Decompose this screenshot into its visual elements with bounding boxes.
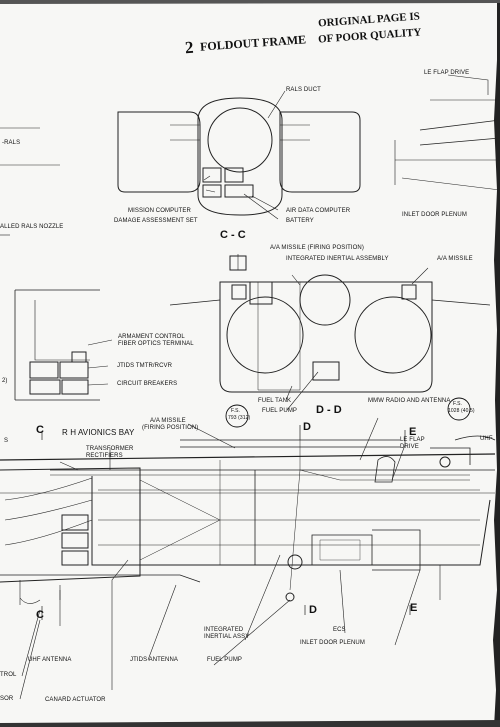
section-marker-c-bottom: C xyxy=(36,609,44,621)
label-rectifiers: RECTIFIERS xyxy=(86,453,123,459)
side-profile-view xyxy=(0,417,496,700)
scan-right-edge xyxy=(493,0,500,727)
label-fiber-optics: FIBER OPTICS TERMINAL xyxy=(118,341,194,347)
fs-right-circle xyxy=(447,397,471,421)
label-rals-nozzle: ALLED RALS NOZZLE xyxy=(0,224,64,230)
label-rals-duct: RALS DUCT xyxy=(286,87,321,93)
label-fs-left: F.S. xyxy=(231,408,241,414)
label-fuel-pump-bottom: FUEL PUMP xyxy=(207,657,243,663)
section-marker-e-top: E xyxy=(409,426,417,438)
label-inlet-door-plenum-bottom: INLET DOOR PLENUM xyxy=(300,640,365,646)
scan-top-edge xyxy=(0,0,500,4)
section-title-dd: D - D xyxy=(316,404,342,416)
label-fs-left-value: 793 (312) xyxy=(228,415,251,421)
label-fuel-tank: FUEL TANK xyxy=(258,398,292,404)
label-le-flap-drive-top: LE FLAP DRIVE xyxy=(424,70,470,76)
upper-right-wing-detail xyxy=(394,74,500,191)
label-aa-missile-firing: A/A MISSILE (FIRING POSITION) xyxy=(270,245,364,251)
section-title-cc: C - C xyxy=(220,229,246,241)
label-transformer: TRANSFORMER xyxy=(86,446,134,452)
label-mission-computer: MISSION COMPUTER xyxy=(128,208,191,214)
label-battery: BATTERY xyxy=(286,218,314,224)
label-jtids-tmtr: JTIDS TMTR/RCVR xyxy=(117,363,173,369)
label-rh-avionics-bay: R H AVIONICS BAY xyxy=(62,428,135,437)
upper-left-fragments xyxy=(0,127,60,236)
label-fuel-pump-middle: FUEL PUMP xyxy=(262,408,298,414)
label-ecs: ECS xyxy=(333,627,346,633)
label-aa-missile-right: A/A MISSILE xyxy=(437,256,473,262)
label-uhf-antenna: UHF ANTENNA xyxy=(28,657,72,663)
label-side-aa-missile: A/A MISSILE xyxy=(150,418,186,424)
label-left-s: S xyxy=(4,438,9,444)
label-canard-actuator: CANARD ACTUATOR xyxy=(45,697,106,703)
label-fs-right-value: 1028 (40.5) xyxy=(448,408,475,414)
label-trol: TROL xyxy=(0,672,17,678)
label-sor: SOR xyxy=(0,696,14,702)
label-armament-control: ARMAMENT CONTROL xyxy=(118,334,185,340)
label-inlet-door-plenum-top: INLET DOOR PLENUM xyxy=(402,212,467,218)
label-integrated-inertial-assembly: INTEGRATED INERTIAL ASSEMBLY xyxy=(286,256,389,262)
label-damage-assessment: DAMAGE ASSESSMENT SET xyxy=(114,218,198,224)
section-cc-view xyxy=(117,90,361,220)
section-marker-c-top: C xyxy=(36,424,44,436)
label-inertial-assy: INERTIAL ASSY xyxy=(204,634,250,640)
label-side-firing-position: (FIRING POSITION) xyxy=(142,425,199,431)
section-marker-d-top: D xyxy=(303,421,311,433)
section-dd-view xyxy=(169,254,491,411)
label-integrated: INTEGRATED xyxy=(204,627,244,633)
label-le-flap: LE FLAP xyxy=(400,437,425,443)
label-rals-left: -RALS xyxy=(2,140,21,146)
label-mmw-radio: MMW RADIO AND ANTENNA xyxy=(368,398,451,404)
label-fs-right: F.S. xyxy=(453,401,463,407)
label-uhf-right: UHF xyxy=(480,436,493,442)
label-le-flap-drive: DRIVE xyxy=(400,444,419,450)
fs-left-circle xyxy=(225,404,249,428)
label-jtids-antenna: JTIDS ANTENNA xyxy=(130,657,178,663)
label-left-fragment: 2) xyxy=(2,378,8,384)
middle-left-bay xyxy=(14,289,113,401)
sheet-number-stamp: 2 xyxy=(184,37,195,58)
label-circuit-breakers: CIRCUIT BREAKERS xyxy=(117,381,178,387)
label-air-data-computer: AIR DATA COMPUTER xyxy=(286,208,351,214)
scan-bottom-edge xyxy=(0,720,500,727)
section-marker-d-bottom: D xyxy=(309,604,317,616)
section-marker-e-bottom: E xyxy=(410,602,418,614)
